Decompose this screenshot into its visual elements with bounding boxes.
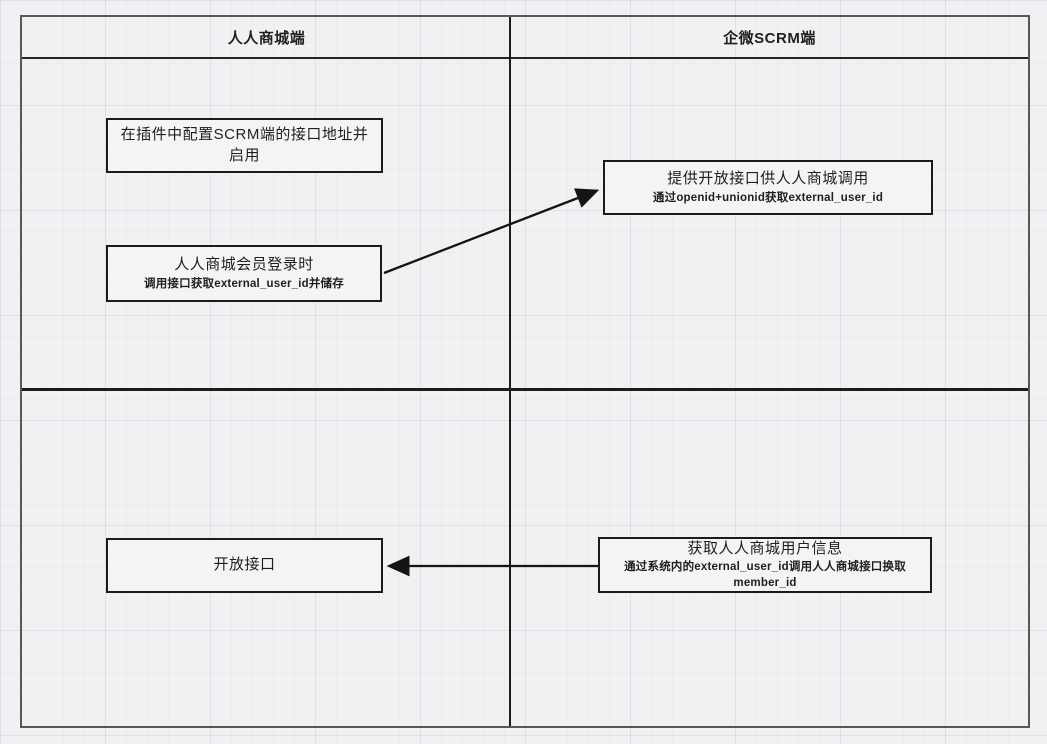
node-member-login-title: 人人商城会员登录时 [174, 256, 314, 274]
node-fetch-user-info-title: 获取人人商城用户信息 [687, 539, 843, 557]
phase-divider [22, 388, 1028, 391]
swimlane-frame: 人人商城端 企微SCRM端 [20, 15, 1030, 728]
lane-header-row: 人人商城端 企微SCRM端 [22, 17, 1028, 59]
lane-header-qiwei-scrm: 企微SCRM端 [723, 29, 816, 47]
node-fetch-user-info-subtitle: 通过系统内的external_user_id调用人人商城接口换取member_i… [624, 561, 906, 590]
node-provide-api-title: 提供开放接口供人人商城调用 [667, 170, 869, 188]
node-member-login-subtitle: 调用接口获取external_user_id并储存 [144, 277, 344, 290]
node-provide-api: 提供开放接口供人人商城调用 通过openid+unionid获取external… [603, 160, 933, 215]
node-config-plugin: 在插件中配置SCRM端的接口地址并启用 [106, 118, 383, 173]
node-provide-api-subtitle: 通过openid+unionid获取external_user_id [652, 191, 884, 204]
node-fetch-user-info: 获取人人商城用户信息 通过系统内的external_user_id调用人人商城接… [598, 537, 932, 593]
node-open-api: 开放接口 [106, 538, 383, 593]
lane-header-renren-mall: 人人商城端 [227, 29, 306, 47]
lane-divider [509, 17, 511, 726]
node-open-api-title: 开放接口 [213, 556, 276, 574]
node-config-plugin-title: 在插件中配置SCRM端的接口地址并启用 [120, 126, 369, 164]
node-member-login: 人人商城会员登录时 调用接口获取external_user_id并储存 [106, 245, 382, 302]
